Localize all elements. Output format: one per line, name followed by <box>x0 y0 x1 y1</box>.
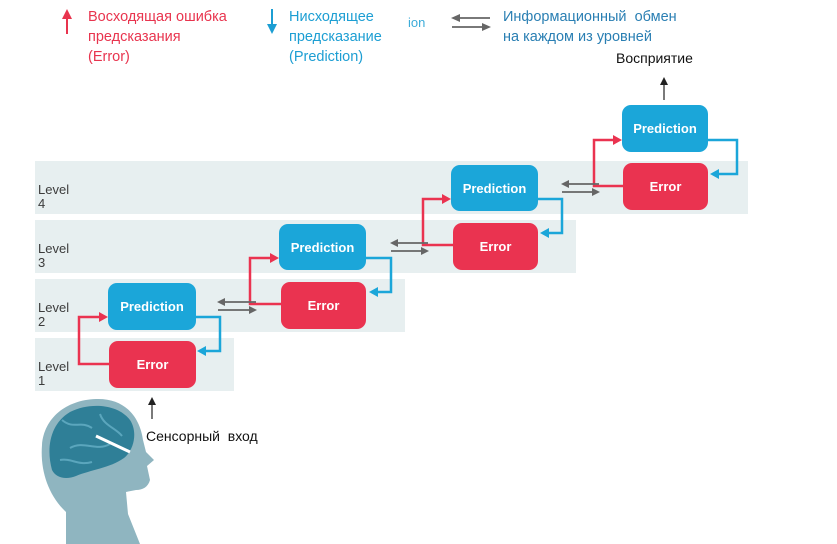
level-1-error-box: Error <box>109 341 196 388</box>
level-3-word: Level <box>38 241 70 256</box>
level-4-prediction-box: Prediction <box>451 165 538 211</box>
level-4-label: Level 4 <box>38 183 69 211</box>
legend-exchange: Информационный обмен на каждом из уровне… <box>503 7 677 47</box>
legend-ascending-line3: (Error) <box>88 49 130 65</box>
level-3-label: Level 3 <box>38 242 69 270</box>
descending-arrow-icon <box>267 9 277 34</box>
legend-descending-line1: Нисходящее <box>289 9 374 25</box>
level-1-number: 1 <box>38 373 46 388</box>
level-1-word: Level <box>38 359 70 374</box>
perception-arrow-icon <box>660 77 668 100</box>
legend-descending-line3: (Prediction) <box>289 49 364 65</box>
level-4-error-box: Error <box>623 163 708 210</box>
legend-exchange-line1: Информационный обмен <box>503 9 677 25</box>
level-2-label: Level 2 <box>38 301 69 329</box>
ascending-arrowheads <box>99 135 622 322</box>
legend-descending: Нисходящее предсказание (Prediction) <box>289 7 382 67</box>
legend-ascending-line2: предсказания <box>88 29 181 45</box>
level-5-prediction-box: Prediction <box>622 105 708 152</box>
legend: Восходящая ошибка предсказания (Error) Н… <box>0 0 837 70</box>
legend-ghost-text: ion <box>408 15 426 30</box>
descending-arrowheads <box>197 169 719 356</box>
level-2-prediction-box: Prediction <box>108 283 196 330</box>
level-4-word: Level <box>38 182 70 197</box>
level-2-word: Level <box>38 300 70 315</box>
level-2-error-box: Error <box>281 282 366 329</box>
legend-ascending: Восходящая ошибка предсказания (Error) <box>88 7 227 67</box>
sensory-input-caption: Сенсорный вход <box>146 428 258 444</box>
legend-ascending-line1: Восходящая ошибка <box>88 9 227 25</box>
head-icon <box>41 398 155 544</box>
level-3-number: 3 <box>38 255 46 270</box>
level-1-label: Level 1 <box>38 360 69 388</box>
legend-arrows <box>62 9 491 34</box>
level-2-number: 2 <box>38 314 46 329</box>
legend-descending-line2: предсказание <box>289 29 382 45</box>
exchange-arrows-icon <box>451 14 491 31</box>
sensory-input-arrow-icon <box>148 397 156 419</box>
legend-exchange-line2: на каждом из уровней <box>503 29 652 45</box>
level-4-number: 4 <box>38 196 46 211</box>
ascending-arrow-icon <box>62 9 72 34</box>
level-3-error-box: Error <box>453 223 538 270</box>
exchange-arrows <box>217 180 600 314</box>
ascending-connectors <box>77 138 623 366</box>
perception-caption: Восприятие <box>616 50 693 66</box>
level-3-prediction-box: Prediction <box>279 224 366 270</box>
descending-connectors <box>196 138 739 353</box>
